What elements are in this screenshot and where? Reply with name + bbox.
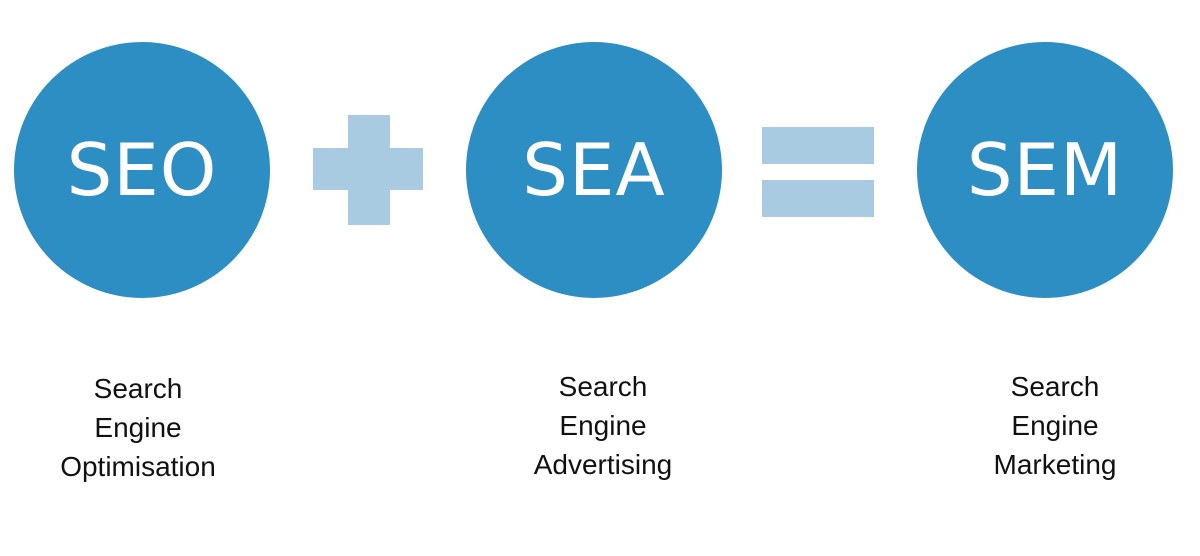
- seo-label: SEO: [66, 128, 218, 212]
- caption-line: Engine: [559, 410, 647, 441]
- caption-line: Optimisation: [60, 451, 216, 482]
- plus-vertical-bar: [348, 115, 390, 225]
- sem-caption: Search Engine Marketing: [935, 367, 1175, 484]
- sem-circle: SEM: [917, 42, 1173, 298]
- caption-line: Search: [558, 371, 648, 402]
- sem-label: SEM: [966, 128, 1124, 212]
- sea-caption: Search Engine Advertising: [483, 367, 723, 484]
- caption-line: Engine: [94, 412, 182, 443]
- caption-line: Advertising: [533, 449, 673, 480]
- seo-circle: SEO: [14, 42, 270, 298]
- caption-line: Engine: [1011, 410, 1099, 441]
- equals-top-bar: [762, 127, 874, 164]
- equals-bottom-bar: [762, 180, 874, 217]
- sea-circle: SEA: [466, 42, 722, 298]
- sea-label: SEA: [522, 128, 666, 212]
- caption-line: Marketing: [993, 449, 1117, 480]
- caption-line: Search: [93, 373, 183, 404]
- seo-caption: Search Engine Optimisation: [18, 369, 258, 486]
- caption-line: Search: [1010, 371, 1100, 402]
